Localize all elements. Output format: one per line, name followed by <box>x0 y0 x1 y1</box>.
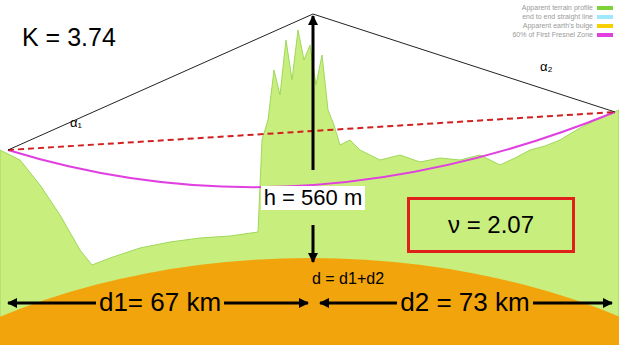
legend-swatch <box>597 24 613 28</box>
legend-row: 60% of First Fresnel Zone <box>512 30 613 39</box>
legend-text: Apparent terrain profile <box>522 4 593 11</box>
k-factor: K = 3.74 <box>22 24 116 52</box>
distance-label: d1= 67 km <box>96 288 224 317</box>
legend-row: end to end straight line <box>512 12 613 21</box>
legend-row: Apparent earth's bulge <box>512 21 613 30</box>
height-arrow <box>312 16 315 170</box>
result-value: ν = 2.07 <box>448 212 534 238</box>
height-arrow <box>312 225 315 262</box>
angle-label: α₂ <box>540 60 553 74</box>
angle-label: α₁ <box>70 116 82 130</box>
legend-text: Apparent earth's bulge <box>523 22 593 29</box>
legend-swatch <box>597 6 613 10</box>
distance-formula: d = d1+d2 <box>309 270 387 288</box>
legend-text: 60% of First Fresnel Zone <box>512 31 593 38</box>
distance-label: d2 = 73 km <box>397 288 532 317</box>
legend-text: end to end straight line <box>522 13 593 20</box>
legend-swatch <box>597 15 613 19</box>
legend-swatch <box>597 33 613 37</box>
earth-bulge <box>0 258 619 345</box>
result-box: ν = 2.07 <box>407 197 575 253</box>
height-label: h = 560 m <box>261 186 365 210</box>
legend-row: Apparent terrain profile <box>512 3 613 12</box>
legend: Apparent terrain profile end to end strai… <box>512 3 613 39</box>
